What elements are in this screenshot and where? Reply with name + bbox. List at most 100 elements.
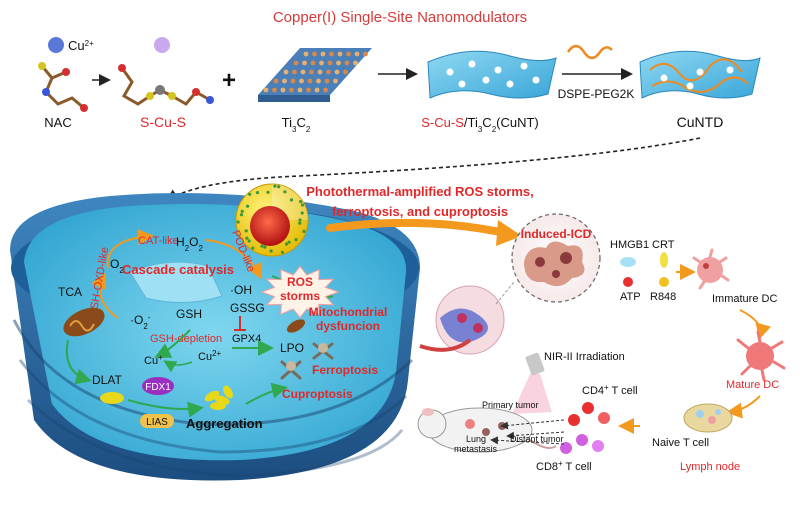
arrow-cu-reduction	[163, 360, 193, 373]
hmgb1-icon	[620, 257, 636, 267]
gssg-label: GSSG	[230, 301, 265, 315]
gsh-depletion-label: GSH-depletion	[150, 333, 222, 345]
cascade-catalysis-label: Cascade catalysis	[122, 262, 234, 277]
lymph-node-icon	[683, 403, 733, 433]
tumor-tissue-icon	[419, 281, 515, 355]
icd-zoom-circle	[511, 213, 601, 303]
cu-atom-icon	[154, 37, 170, 53]
nac-molecule	[38, 62, 88, 112]
arrow-pod-like	[205, 239, 262, 280]
arrow-tca-dlat	[66, 339, 92, 385]
primary-tumor-label: Primary tumor	[482, 400, 539, 410]
arrow-tcell-distant	[506, 431, 565, 440]
mouse-icon	[417, 407, 557, 453]
mature-dc-icon	[736, 330, 786, 382]
dead-cell-ferroptosis-icon	[312, 342, 334, 360]
ti3c2-lattice	[258, 48, 372, 102]
immature-dc-label: Immature DC	[712, 293, 777, 305]
dlat-label: DLAT	[92, 373, 122, 387]
cd4-label: CD4+ T cell	[582, 383, 638, 398]
atp-icon	[623, 277, 633, 287]
gpx4-label: GPX4	[232, 333, 261, 345]
arrow-gsh-oxd	[91, 272, 119, 319]
lias-label: LIAS	[146, 417, 168, 428]
ros-storms-burst: ROS storms	[260, 265, 340, 319]
arrow-tcell-lung	[490, 436, 565, 445]
aggregation-label: Aggregation	[186, 416, 263, 431]
cell-cunt-sheet	[129, 261, 223, 304]
o2-radical-label: ·O2-	[130, 313, 151, 331]
cunt-sheet	[427, 50, 557, 99]
cunt-label: S-Cu-S/Ti3C2(CuNT)	[421, 115, 539, 134]
cd4-t-cells-icon	[568, 402, 610, 426]
cuntd-sheet	[639, 50, 761, 99]
distant-tumor-label: Distant tumor	[510, 434, 564, 444]
ti3c2-label: Ti3C2	[282, 115, 311, 134]
svg-text:storms: storms	[280, 289, 320, 303]
cuproptosis-label: Cuproptosis	[282, 387, 353, 401]
lias-enzyme-icon	[140, 414, 174, 428]
arrow-dlat-aggregation	[127, 399, 204, 418]
dead-cell-cuproptosis-icon	[280, 360, 302, 380]
lpo-label: LPO	[280, 341, 304, 355]
lymph-node-label: Lymph node	[680, 461, 740, 473]
headline-line2: ferroptosis, and cuproptosis	[332, 204, 508, 219]
lung-metastasis-line1: Lung	[466, 434, 486, 444]
cu-plus-label: Cu+	[144, 353, 163, 368]
h2o2-label: H2O2	[176, 235, 203, 253]
svg-text:ROS: ROS	[287, 275, 313, 289]
atp-label: ATP	[620, 291, 641, 303]
arrow-tcell-primary	[500, 419, 565, 430]
arrow-cat-like	[106, 229, 154, 269]
naive-t-label: Naive T cell	[652, 437, 709, 449]
cu-ion-icon	[48, 37, 64, 53]
cd8-t-cells-icon	[560, 434, 604, 454]
immature-dc-icon	[692, 248, 730, 290]
arrow-aggregation-cuproptosis	[245, 382, 288, 405]
cd8-label: CD8+ T cell	[536, 459, 592, 474]
tca-label: TCA	[58, 285, 82, 299]
o2-label: O2	[110, 257, 124, 275]
nir-laser-icon	[512, 352, 552, 414]
mitochondrion-large	[63, 307, 105, 337]
nac-label: NAC	[44, 115, 71, 130]
crt-label: CRT	[652, 239, 675, 251]
fdx1-enzyme-icon	[142, 377, 174, 395]
scus-label: S-Cu-S	[140, 114, 186, 130]
figure-title: Copper(I) Single-Site Nanomodulators	[273, 9, 527, 26]
nanoparticle-sphere	[235, 183, 309, 257]
peg-chain-icon	[566, 44, 613, 60]
ferroptosis-label: Ferroptosis	[312, 363, 378, 377]
cu-2plus-label: Cu2+	[198, 349, 222, 364]
gsh-label: GSH	[176, 307, 202, 321]
r848-label: R848	[650, 291, 676, 303]
oh-label: ·OH	[230, 283, 252, 297]
nir-label: NIR-II Irradiation	[544, 351, 625, 363]
arrow-to-lymph-node	[726, 395, 761, 419]
svg-text:Cu2+: Cu2+	[68, 38, 94, 53]
big-orange-arrow-head	[496, 220, 522, 246]
aggregated-dlat-icon	[204, 385, 233, 410]
mito-dysfunction-line1: Mitochondrial	[309, 305, 388, 319]
arrow-to-mature-dc	[739, 309, 771, 340]
crt-icon	[660, 252, 668, 268]
mitochondrion-small	[286, 319, 306, 333]
dlat-protein-icon	[100, 392, 124, 404]
scus-molecule	[118, 64, 214, 106]
r848-icon	[659, 277, 669, 287]
cat-like-label: CAT-like	[138, 235, 179, 247]
peg-label: DSPE-PEG2K	[558, 87, 635, 101]
cuntd-label: CuNTD	[677, 114, 724, 130]
cu-ion-label: Cu2+	[48, 37, 94, 53]
big-orange-arrow	[326, 218, 504, 236]
mature-dc-label: Mature DC	[726, 379, 779, 391]
mito-dysfunction-line2: dysfuncion	[316, 319, 380, 333]
fdx1-label: FDX1	[145, 382, 171, 393]
hmgb1-label: HMGB1	[610, 239, 649, 251]
arrow-gsh-depletion	[154, 329, 191, 358]
plus-sign: +	[222, 67, 236, 94]
headline-line1: Photothermal-amplified ROS storms,	[306, 184, 534, 199]
lung-metastasis-line2: metastasis	[454, 444, 498, 454]
